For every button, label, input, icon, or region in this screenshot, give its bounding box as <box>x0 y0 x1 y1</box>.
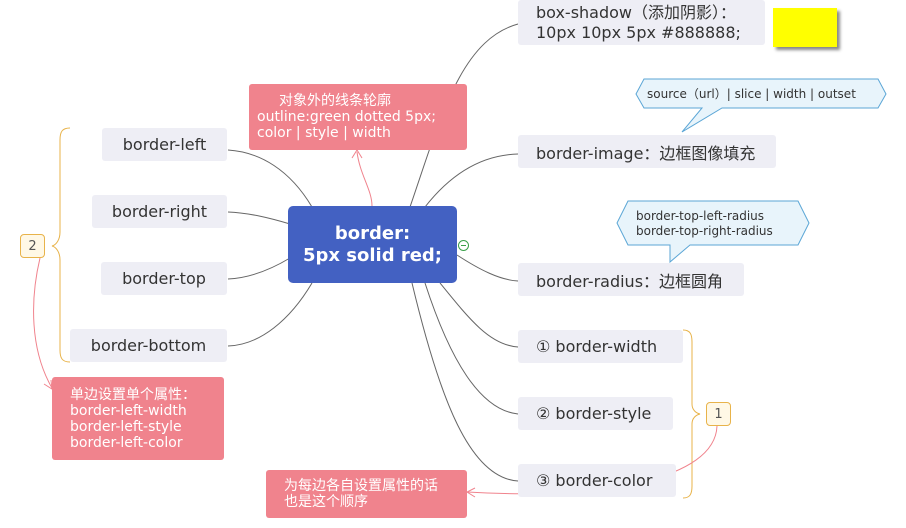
badge-right-text: 1 <box>714 406 723 422</box>
node-border-style[interactable]: ② border-style <box>518 397 673 430</box>
callout-image-bubble <box>635 78 887 133</box>
node-label: border-radius：边框圆角 <box>536 271 724 291</box>
arrow-outline-note <box>351 149 363 159</box>
link-border-color <box>411 282 519 482</box>
note-outline-line-1: 对象外的线条轮廓 <box>279 93 391 109</box>
link-border-radius <box>456 254 519 282</box>
collapse-minus-icon[interactable] <box>458 240 469 251</box>
box-shadow-line-2: 10px 10px 5px #888888; <box>536 22 741 42</box>
node-label: ① border-width <box>536 337 658 356</box>
link-border-bottom <box>227 282 313 347</box>
central-node[interactable]: border: 5px solid red; <box>288 206 457 283</box>
node-label: border-right <box>111 202 208 221</box>
node-border-radius[interactable]: border-radius：边框圆角 <box>518 263 744 296</box>
shadow-sample-swatch <box>773 8 837 47</box>
note-single-side[interactable]: 单边设置单个属性： border-left-width border-left-… <box>52 377 224 460</box>
node-border-left[interactable]: border-left <box>102 128 227 161</box>
central-line-2: 5px solid red; <box>302 244 443 266</box>
note-single-line-4: border-left-color <box>70 434 183 451</box>
node-border-top[interactable]: border-top <box>101 262 227 295</box>
node-label: border-left <box>122 135 207 154</box>
node-border-color[interactable]: ③ border-color <box>518 464 676 497</box>
badge-left-text: 2 <box>28 238 37 254</box>
node-border-image[interactable]: border-image：边框图像填充 <box>518 135 776 168</box>
node-border-right[interactable]: border-right <box>92 195 227 228</box>
right-bracket <box>682 329 701 499</box>
left-bracket <box>51 127 71 363</box>
note-outline-line-2: outline:green dotted 5px; <box>257 109 436 125</box>
node-box-shadow[interactable]: box-shadow（添加阴影）： 10px 10px 5px #888888; <box>518 0 765 45</box>
callout-radius-text: border-top-left-radius border-top-right-… <box>636 209 773 239</box>
note-single-line-1: 单边设置单个属性： <box>70 386 196 403</box>
node-label: ② border-style <box>536 404 652 423</box>
link-outline-note <box>356 151 373 207</box>
note-order-line-1: 为每边各自设置属性的话 <box>284 478 438 494</box>
box-shadow-line-1: box-shadow（添加阴影）： <box>536 2 737 22</box>
node-border-width[interactable]: ① border-width <box>518 330 683 363</box>
node-label: border-top <box>122 269 206 288</box>
node-label: ③ border-color <box>536 471 653 490</box>
central-line-1: border: <box>334 222 411 244</box>
link-border-right <box>227 211 291 225</box>
note-order[interactable]: 为每边各自设置属性的话 也是这个顺序 <box>266 470 467 518</box>
note-outline-line-3: color | style | width <box>257 125 391 141</box>
link-border-width <box>439 282 519 348</box>
link-border-image <box>424 153 519 208</box>
node-label: border-image：边框图像填充 <box>536 143 756 163</box>
badge-left-group[interactable]: 2 <box>20 234 45 258</box>
node-label: border-bottom <box>90 336 207 355</box>
badge-right-group[interactable]: 1 <box>706 402 731 426</box>
note-single-line-3: border-left-style <box>70 418 182 435</box>
callout-radius-line-2: border-top-right-radius <box>636 224 773 238</box>
link-border-style <box>424 282 519 415</box>
note-order-line-2: 也是这个顺序 <box>284 494 368 510</box>
node-border-bottom[interactable]: border-bottom <box>70 329 227 362</box>
callout-radius-line-1: border-top-left-radius <box>636 209 765 223</box>
callout-image-text: source（url）| slice | width | outset <box>647 87 856 101</box>
arrow-head-badge-right <box>465 487 476 498</box>
arrow-badge-left <box>33 257 53 389</box>
note-outline[interactable]: 对象外的线条轮廓 outline:green dotted 5px; color… <box>249 84 467 150</box>
note-single-line-2: border-left-width <box>70 402 187 419</box>
link-border-top <box>227 257 291 280</box>
callout-radius-bubble <box>616 200 810 264</box>
link-border-left <box>227 149 313 208</box>
